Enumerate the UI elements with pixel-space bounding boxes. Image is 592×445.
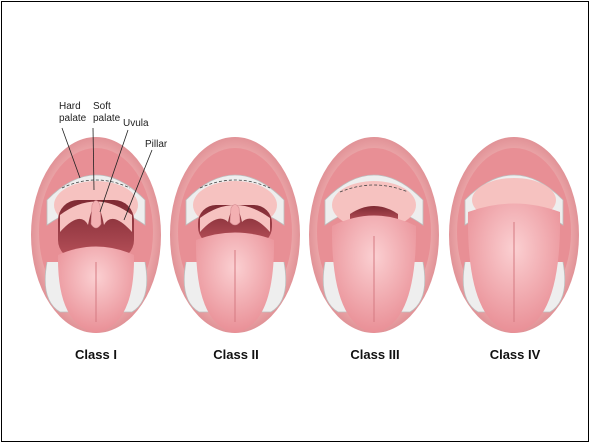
label-hard-palate-line2: palate	[59, 113, 87, 124]
mouth-class-3	[309, 137, 439, 333]
mouth-class-4	[449, 137, 579, 333]
mouth-class-2	[170, 137, 300, 333]
label-pillar: Pillar	[145, 139, 168, 150]
label-soft-palate-line1: Soft	[93, 101, 111, 112]
label-hard-palate-line1: Hard	[59, 101, 81, 112]
class-label-4: Class IV	[490, 347, 541, 362]
mouth-class-1	[31, 137, 161, 333]
label-uvula: Uvula	[123, 118, 149, 129]
class-label-3: Class III	[350, 347, 399, 362]
class-label-2: Class II	[213, 347, 259, 362]
class-label-1: Class I	[75, 347, 117, 362]
label-soft-palate-line2: palate	[93, 113, 121, 124]
